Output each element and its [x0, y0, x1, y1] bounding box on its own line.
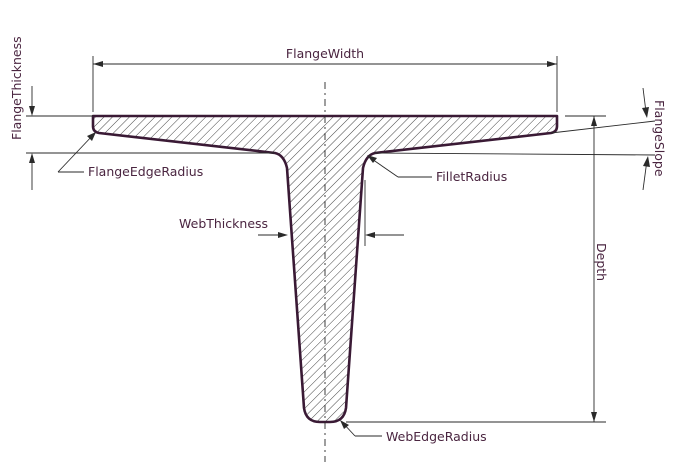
- flange-width-dimension: FlangeWidth: [92, 46, 558, 112]
- flange-edge-radius-callout: FlangeEdgeRadius: [57, 132, 203, 179]
- web-edge-radius-callout: WebEdgeRadius: [340, 420, 487, 444]
- fillet-radius-label: FilletRadius: [436, 169, 507, 184]
- depth-dimension: Depth: [346, 115, 609, 423]
- flange-thickness-dimension: FlangeThickness: [9, 36, 275, 190]
- flange-edge-radius-label: FlangeEdgeRadius: [88, 164, 203, 179]
- flange-slope-label: FlangeSlope: [652, 100, 667, 177]
- web-edge-radius-label: WebEdgeRadius: [386, 429, 487, 444]
- web-thickness-label: WebThickness: [179, 216, 268, 231]
- fillet-radius-callout: FilletRadius: [367, 155, 507, 184]
- flange-slope-dimension: FlangeSlope: [374, 87, 667, 191]
- flange-width-label: FlangeWidth: [286, 46, 364, 61]
- depth-label: Depth: [594, 243, 609, 281]
- web-thickness-dimension: WebThickness: [179, 180, 404, 246]
- flange-thickness-label: FlangeThickness: [9, 36, 24, 140]
